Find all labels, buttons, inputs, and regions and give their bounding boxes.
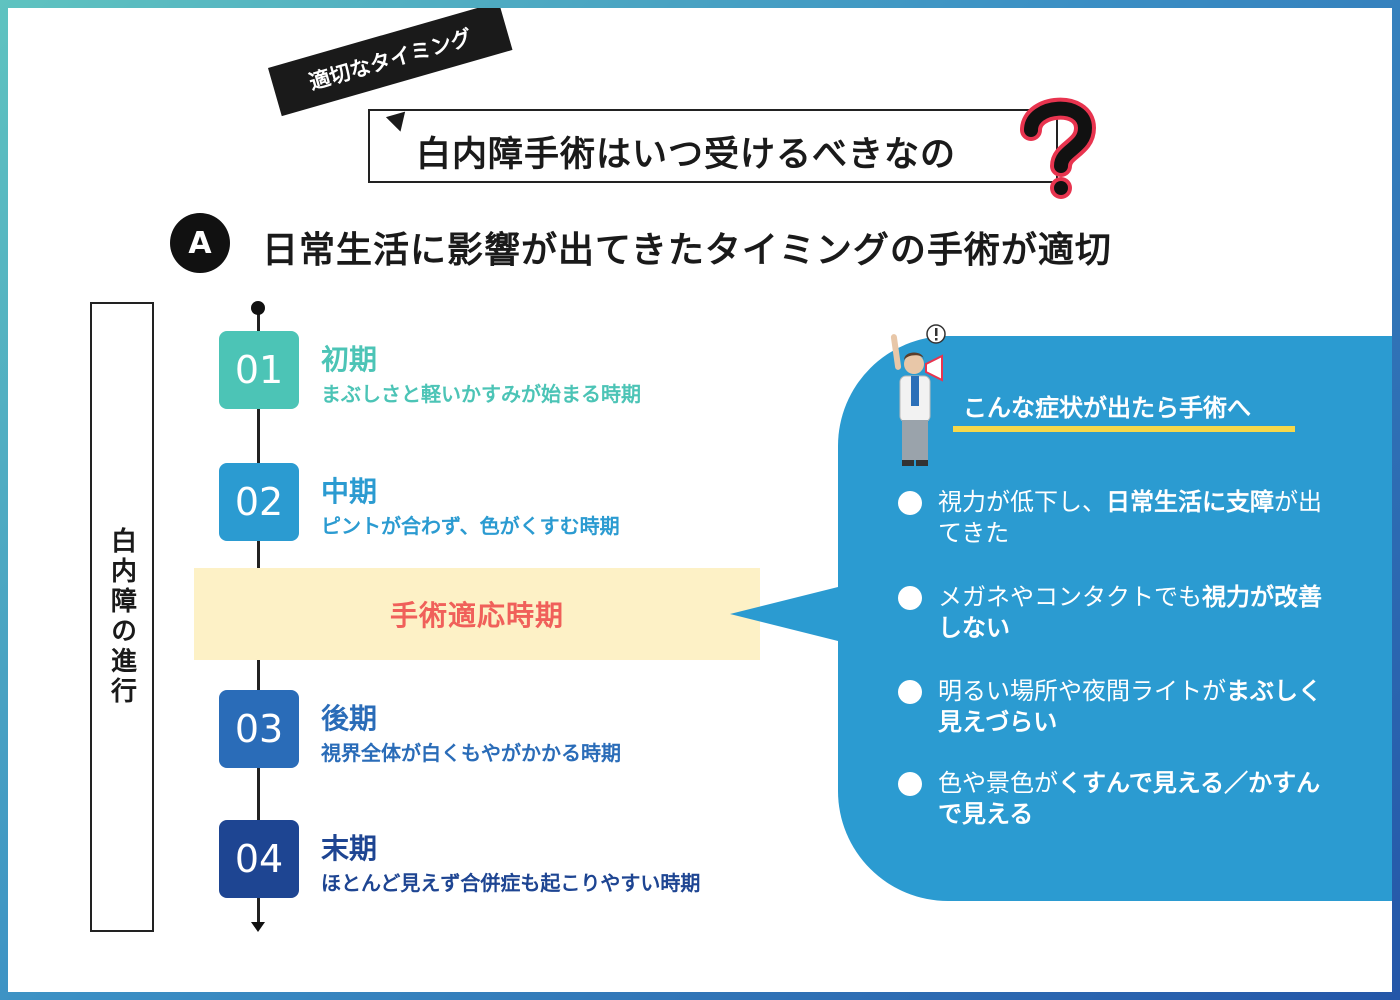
stage-number-box: 01: [219, 331, 299, 409]
bullet-icon: [898, 680, 922, 704]
stage-number-box: 04: [219, 820, 299, 898]
timeline-arrow-icon: [251, 922, 265, 932]
timing-tag: 適切なタイミング: [268, 8, 513, 117]
callout-title: こんな症状が出たら手術へ: [963, 394, 1251, 422]
surgery-period-band: 手術適応時期: [194, 568, 760, 660]
symptom-text: 視力が低下し、日常生活に支障が出てきた: [938, 488, 1322, 547]
symptom-item: 色や景色がくすんで見える／かすんで見える: [898, 768, 1338, 830]
stage-name: 中期: [321, 475, 378, 508]
progress-label: 白内障の進行: [106, 527, 137, 707]
stage-name: 後期: [321, 702, 378, 735]
callout-title-underline: [953, 426, 1295, 432]
person-megaphone-icon: [890, 324, 946, 466]
answer-text: 日常生活に影響が出てきたタイミングの手術が適切: [262, 230, 1112, 271]
answer-badge: A: [170, 213, 230, 273]
question-mark-icon: [1020, 97, 1097, 199]
symptom-item: 明るい場所や夜間ライトがまぶしく見えづらい: [898, 676, 1338, 738]
title-box: [368, 109, 1058, 183]
stage-number-box: 02: [219, 463, 299, 541]
stage-name: 末期: [321, 832, 378, 865]
bullet-icon: [898, 772, 922, 796]
bullet-icon: [898, 586, 922, 610]
bullet-icon: [898, 491, 922, 515]
stage-number: 01: [234, 348, 284, 392]
symptom-item: 視力が低下し、日常生活に支障が出てきた: [898, 487, 1338, 549]
stage-description: 視界全体が白くもやがかかる時期: [321, 741, 621, 765]
stage-number: 04: [234, 837, 284, 881]
stage-number-box: 03: [219, 690, 299, 768]
stage-number: 02: [234, 480, 284, 524]
infographic-canvas: 白内障手術はいつ受けるべきなの 適切なタイミング A 日常生活に影響が出てきたタ…: [8, 8, 1392, 992]
callout-tail: [730, 586, 842, 642]
stage-number: 03: [234, 707, 284, 751]
symptom-item: メガネやコンタクトでも視力が改善しない: [898, 582, 1338, 644]
symptom-text: 色や景色がくすんで見える／かすんで見える: [938, 769, 1321, 828]
timing-tag-label: 適切なタイミング: [306, 25, 475, 95]
timeline-start-dot: [251, 301, 265, 315]
answer-badge-letter: A: [188, 225, 212, 261]
surgery-period-label: 手術適応時期: [389, 599, 564, 632]
stage-description: ほとんど見えず合併症も起こりやすい時期: [321, 871, 701, 895]
stage-description: ピントが合わず、色がくすむ時期: [321, 514, 620, 538]
page-title: 白内障手術はいつ受けるべきなの: [416, 135, 957, 175]
progress-label-box: 白内障の進行: [90, 302, 154, 932]
stage-description: まぶしさと軽いかすみが始まる時期: [321, 382, 641, 406]
symptom-text: メガネやコンタクトでも視力が改善しない: [938, 583, 1322, 642]
stage-name: 初期: [321, 343, 378, 376]
symptom-text: 明るい場所や夜間ライトがまぶしく見えづらい: [938, 677, 1322, 736]
